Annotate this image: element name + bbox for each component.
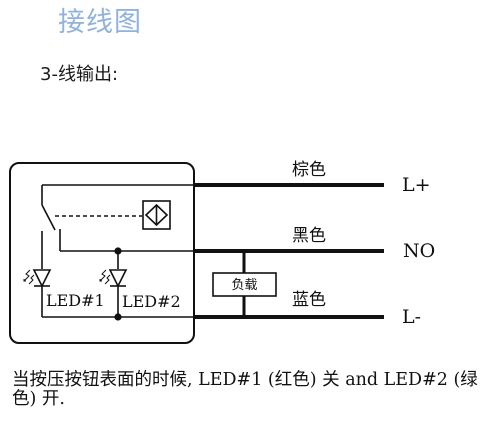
description-note: 当按压按钮表面的时候, LED#1 (红色) 关 and LED#2 (绿色) … bbox=[12, 370, 478, 409]
led1-emission-icon bbox=[23, 269, 35, 285]
wire-label-blue: 蓝色 bbox=[292, 290, 326, 310]
led1-diode bbox=[32, 269, 52, 288]
led2-emission-icon bbox=[99, 269, 111, 285]
led2-diode bbox=[108, 269, 128, 288]
junction-dot-negative bbox=[114, 313, 122, 321]
wire-label-black: 黑色 bbox=[292, 226, 326, 246]
switch-blade bbox=[41, 204, 56, 231]
terminal-label-no: NO bbox=[403, 240, 435, 262]
led2-label: LED#2 bbox=[122, 292, 181, 311]
terminal-label-negative: L- bbox=[402, 306, 421, 328]
sensor-housing bbox=[9, 162, 195, 344]
wire-label-brown: 棕色 bbox=[292, 160, 326, 180]
terminal-label-positive: L+ bbox=[402, 174, 431, 196]
load-label: 负载 bbox=[231, 278, 257, 293]
page-title: 接线图 bbox=[58, 7, 142, 38]
led1-label: LED#1 bbox=[46, 291, 105, 310]
load-box bbox=[212, 272, 277, 297]
section-subtitle: 3-线输出: bbox=[40, 64, 119, 85]
